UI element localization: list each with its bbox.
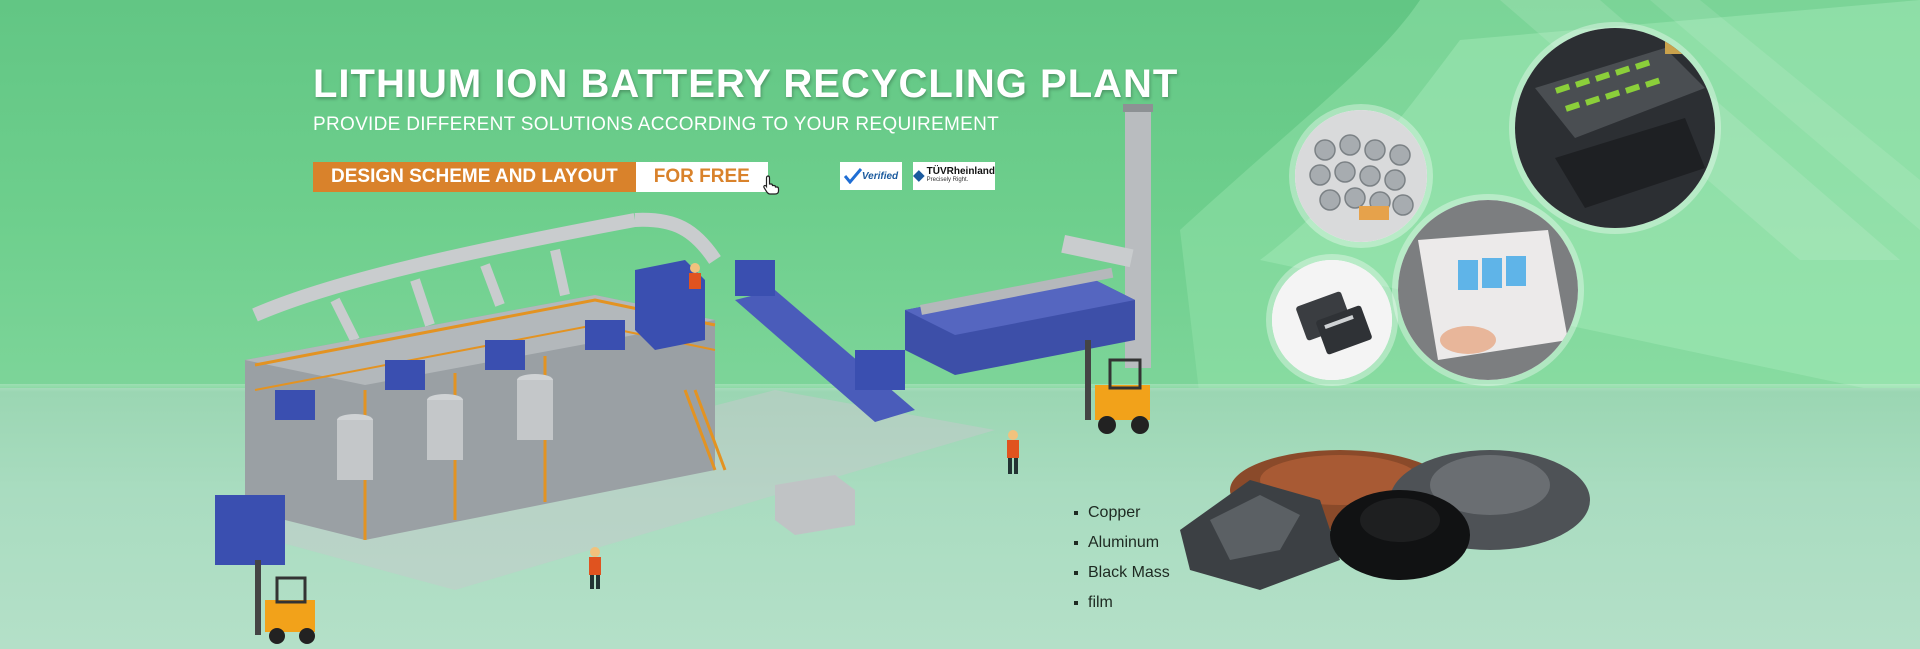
verified-label: Verified [861, 170, 899, 182]
list-item: Aluminum [1072, 528, 1170, 558]
forklift-right [1085, 340, 1150, 434]
material-output-list: Copper Aluminum Black Mass film [1072, 498, 1170, 618]
cta-left-label: DESIGN SCHEME AND LAYOUT [313, 162, 636, 192]
list-item: Black Mass [1072, 558, 1170, 588]
hand-pointer-icon [763, 175, 779, 195]
tuv-sub-label: Precisely Right. [926, 177, 969, 183]
shredded-film-bag-image [1398, 200, 1578, 380]
forklift-left [255, 560, 315, 644]
cta-right-label: FOR FREE [635, 162, 779, 195]
list-item: film [1072, 588, 1170, 618]
recycling-plant-illustration [215, 104, 1153, 644]
pouch-battery-image [1272, 260, 1392, 380]
page-subtitle: PROVIDE DIFFERENT SOLUTIONS ACCORDING TO… [313, 114, 1000, 135]
worker-figure [589, 547, 601, 589]
page-title: LITHIUM ION BATTERY RECYCLING PLANT [313, 62, 1179, 106]
checkmark-icon [843, 168, 862, 184]
verified-badge: Verified [840, 162, 902, 190]
tuv-rheinland-badge: TÜVRheinland Precisely Right. [913, 162, 995, 190]
recycled-material-piles [1180, 450, 1590, 590]
cta-right-text: FOR FREE [653, 166, 750, 187]
list-item: Copper [1072, 498, 1170, 528]
worker-figure [1007, 430, 1019, 474]
tuv-label: TÜVRheinland [926, 166, 995, 177]
battery-packs-image [1515, 28, 1715, 228]
free-design-cta-button[interactable]: DESIGN SCHEME AND LAYOUT FOR FREE [313, 162, 779, 195]
worker-figure [689, 263, 701, 289]
tuv-logo-icon [913, 170, 925, 182]
cylindrical-cells-image [1295, 110, 1427, 242]
floor-horizon [0, 384, 1920, 392]
